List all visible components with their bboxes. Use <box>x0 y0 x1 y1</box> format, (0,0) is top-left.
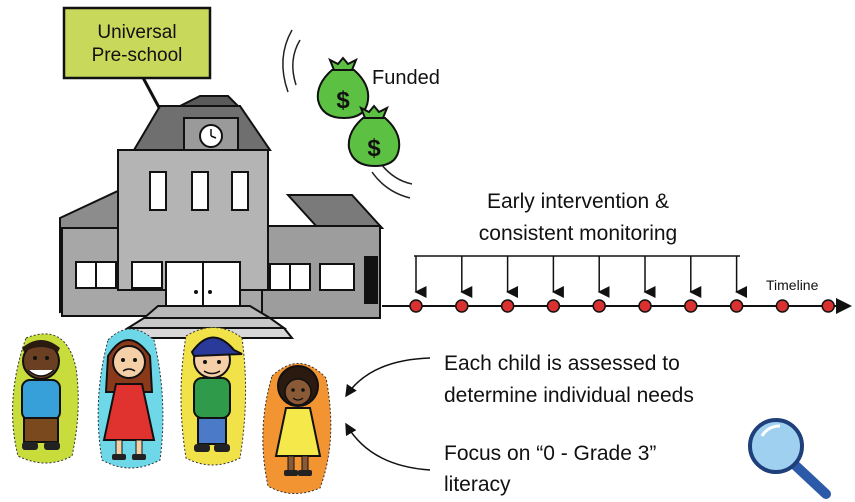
intervention-line-2: consistent monitoring <box>479 222 677 245</box>
window <box>231 171 249 211</box>
front-steps <box>124 317 288 329</box>
curved-arrow <box>345 357 431 398</box>
timeline-dot <box>775 299 790 313</box>
timeline-dot <box>821 299 835 313</box>
timeline-dot <box>729 299 744 313</box>
timeline-dots <box>409 299 835 313</box>
roof-cap <box>179 95 241 107</box>
front-steps <box>141 305 274 319</box>
funding-graphic: $ $ Funded <box>282 29 440 199</box>
motion-line <box>371 171 411 199</box>
sign-line-2: Pre-school <box>92 45 183 66</box>
assessment-line-1: Each child is assessed to <box>444 352 680 375</box>
magnifying-glass-icon <box>748 418 831 499</box>
motion-line <box>292 39 301 86</box>
child-boy-blue-shirt <box>12 333 79 464</box>
timeline-dot <box>546 299 561 313</box>
clock-hand <box>210 135 217 139</box>
window <box>319 263 355 291</box>
timeline-label: Timeline <box>766 277 819 293</box>
window <box>131 261 163 289</box>
child-girl-red-dress <box>97 328 164 469</box>
dollar-sign: $ <box>336 87 350 114</box>
right-wing-roof <box>285 194 385 229</box>
timeline-dot <box>409 299 423 313</box>
window <box>191 171 209 211</box>
assessment-line-2: determine individual needs <box>444 384 694 407</box>
timeline-dot <box>455 299 469 313</box>
motion-line <box>282 29 293 93</box>
focus-line-1: Focus on “0 - Grade 3” <box>444 442 656 465</box>
focus-line-2: literacy <box>444 473 511 496</box>
timeline-dot <box>592 299 606 313</box>
child-boy-green-shirt <box>180 327 247 466</box>
timeline-dot <box>684 299 698 313</box>
intervention-line-1: Early intervention & <box>487 190 669 213</box>
child-girl-yellow-dress <box>262 363 332 494</box>
dollar-sign: $ <box>367 135 381 162</box>
money-bag-icon: $ <box>347 104 401 168</box>
timeline-dot <box>638 299 652 313</box>
funded-label: Funded <box>372 67 440 89</box>
school-building <box>59 95 385 339</box>
preschool-sign: Universal Pre-school <box>62 6 212 129</box>
window <box>149 171 167 211</box>
sign-board <box>62 6 212 80</box>
side-door <box>364 256 378 304</box>
curved-arrow <box>345 422 431 471</box>
sign-line-1: Universal <box>97 22 176 43</box>
monitoring-arrows <box>414 256 748 298</box>
money-bag-icon: $ <box>316 56 370 120</box>
timeline-dot <box>500 299 515 313</box>
